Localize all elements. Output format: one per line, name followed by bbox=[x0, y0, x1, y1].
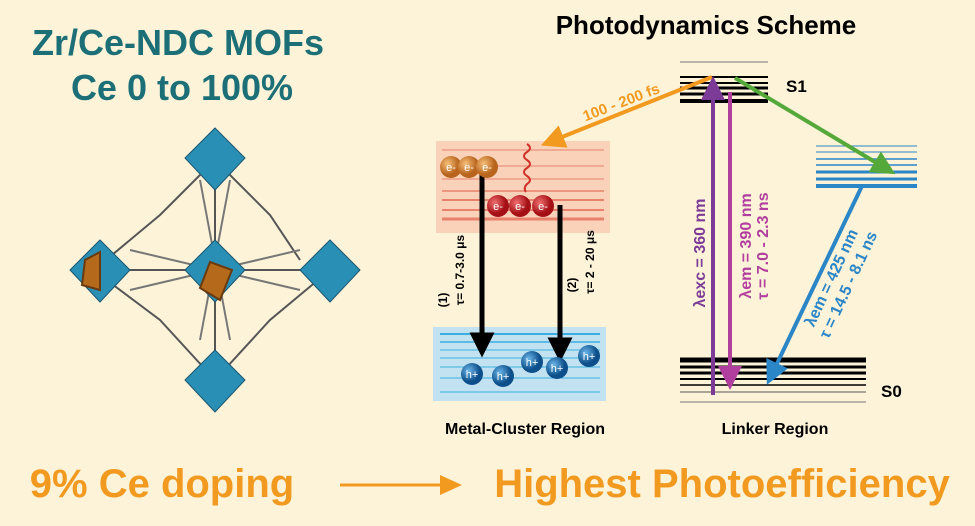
hole-label: h+ bbox=[551, 363, 564, 375]
path1-label: (1) bbox=[436, 293, 450, 308]
s0-label: S0 bbox=[881, 382, 902, 401]
hole-label: h+ bbox=[583, 351, 596, 363]
linker-region-label: Linker Region bbox=[722, 421, 829, 438]
conduction-band-box bbox=[436, 141, 610, 233]
hole-label: h+ bbox=[466, 369, 479, 381]
ce-doping-label: 9% Ce doping bbox=[30, 462, 294, 506]
relaxation-wave bbox=[523, 143, 531, 193]
electron-label: e- bbox=[464, 162, 474, 174]
electron-label: e- bbox=[493, 201, 503, 213]
isc-arrow bbox=[733, 76, 896, 175]
electron-label: e- bbox=[446, 162, 456, 174]
s1-label: S1 bbox=[786, 77, 807, 96]
hole-label: h+ bbox=[526, 357, 539, 369]
electron-label: e- bbox=[515, 201, 525, 213]
scheme-title: Photodynamics Scheme bbox=[556, 10, 857, 40]
s1-levels bbox=[680, 61, 768, 103]
ce-range-title: Ce 0 to 100% bbox=[71, 67, 293, 108]
electrons-relaxed: e- e- e- bbox=[487, 195, 554, 217]
valence-band-box bbox=[433, 327, 606, 401]
right-arrow-icon bbox=[340, 475, 462, 495]
mof-title: Zr/Ce-NDC MOFs bbox=[32, 22, 324, 63]
excitation-label: λexc = 360 nm bbox=[692, 199, 709, 308]
metal-cluster-region-label: Metal-Cluster Region bbox=[445, 421, 605, 438]
emission390-wavelength: λem = 390 nm bbox=[738, 193, 755, 298]
path2-label: (2) bbox=[565, 278, 579, 293]
emission390-tau: τ = 7.0 - 2.3 ns bbox=[755, 192, 772, 299]
hole-label: h+ bbox=[497, 371, 510, 383]
mof-structure-image bbox=[69, 127, 361, 413]
electron-label: e- bbox=[538, 201, 548, 213]
electrons-hot: e- e- e- bbox=[440, 156, 498, 178]
intermediate-levels bbox=[816, 145, 917, 188]
photoefficiency-label: Highest Photoefficiency bbox=[494, 462, 950, 506]
emission-arrow-425 bbox=[766, 185, 864, 385]
path2-tau: τ= 2 - 20 μs bbox=[583, 230, 597, 294]
electron-label: e- bbox=[482, 162, 492, 174]
s0-levels bbox=[680, 357, 866, 403]
holes: h+ h+ h+ h+ h+ bbox=[461, 345, 600, 387]
charge-transfer-arrow bbox=[540, 75, 713, 148]
path1-tau: τ= 0.7-3.0 μs bbox=[453, 234, 467, 305]
